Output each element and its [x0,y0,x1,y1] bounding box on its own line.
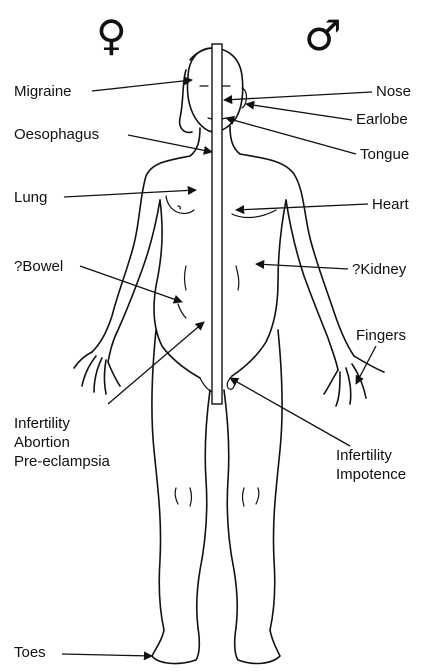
human-figure [74,48,384,663]
left-leg-outline [152,330,210,630]
center-divider [212,44,222,404]
waist-detail [178,266,239,318]
label-nose: Nose [376,83,411,100]
right-arm-outline [240,154,354,370]
label-infertility-male: Infertility [336,447,392,464]
female-annotations: Migraine Oesophagus Lung ?Bowel Infertil… [14,80,212,661]
knee-details [175,488,259,506]
left-hand-outline [74,352,120,394]
label-oesophagus: Oesophagus [14,126,99,143]
right-hand-outline [324,356,384,406]
label-impotence: Impotence [336,466,406,483]
label-fingers: Fingers [356,327,406,344]
label-infertility-female: Infertility [14,415,70,432]
label-earlobe: Earlobe [356,111,408,128]
right-foot-outline [235,628,280,663]
male-symbol-icon: ♂ [304,11,342,60]
left-arm-outline [92,156,190,362]
label-bowel: ?Bowel [14,258,63,275]
label-abortion: Abortion [14,434,70,451]
label-lung: Lung [14,189,47,206]
male-annotations: Nose Earlobe Tongue Heart ?Kidney Finger… [224,83,411,483]
label-migraine: Migraine [14,83,72,100]
label-toes: Toes [14,644,46,661]
label-heart: Heart [372,196,410,213]
label-pre-eclampsia: Pre-eclampsia [14,453,111,470]
label-tongue: Tongue [360,146,409,163]
breast-outline [166,196,194,214]
female-symbol-icon: ♀ [96,11,127,60]
label-kidney: ?Kidney [352,261,407,278]
left-foot-outline [152,628,199,663]
